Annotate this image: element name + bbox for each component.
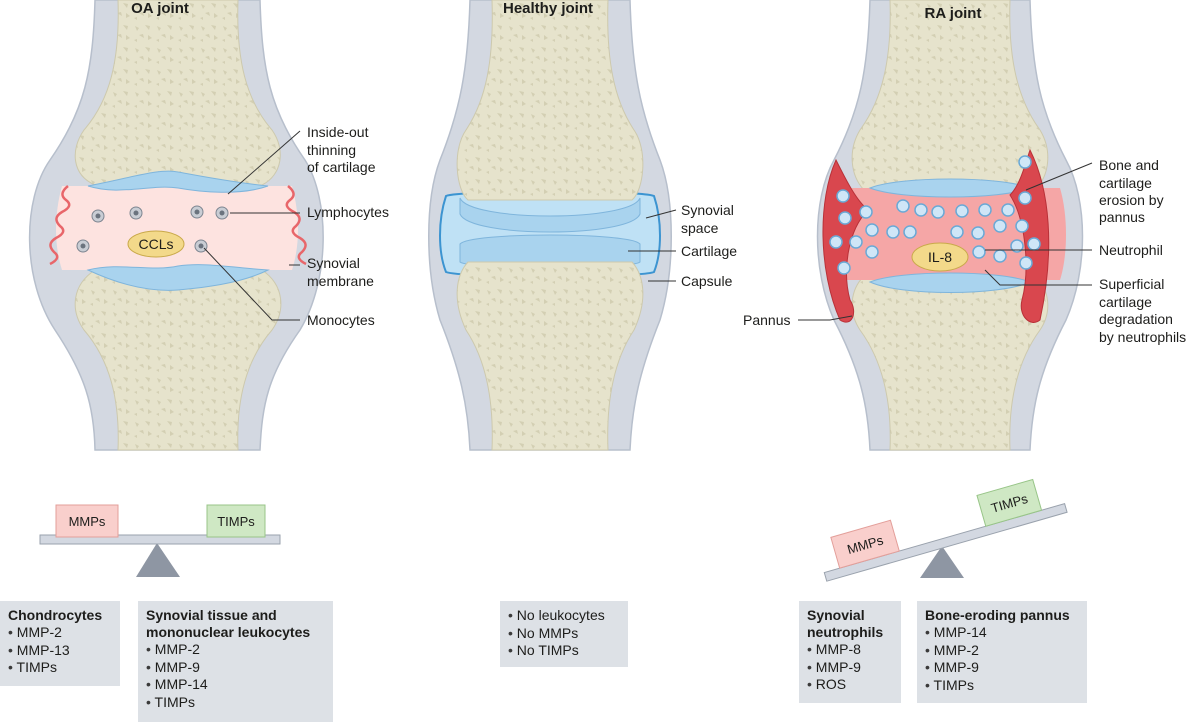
healthy-joint <box>428 0 677 451</box>
ra-il8-ellipse <box>911 242 969 272</box>
healthy-upper-cartilage <box>459 197 641 233</box>
list-item: MMP-2 <box>925 642 1079 660</box>
ra-fulcrum <box>920 546 964 578</box>
oa-mmps-label: MMPs <box>69 514 106 529</box>
oa-synovium <box>56 186 298 270</box>
healthy-cartilage-label: Cartilage <box>681 243 737 259</box>
healthy-title: Healthy joint <box>503 0 593 17</box>
oa-thinning-label: Inside-out thinning of cartilage <box>307 124 376 175</box>
oa-ccls-label: CCLs <box>138 236 173 252</box>
chondrocytes-title: Chondrocytes <box>8 607 103 623</box>
oa-joint: CCLs <box>28 0 324 451</box>
list-item: TIMPs <box>925 677 1079 695</box>
oa-title: OA joint <box>131 0 189 17</box>
ra-erosion-label: Bone and cartilage erosion by pannus <box>1099 157 1167 225</box>
ra-neutrophils <box>829 155 1041 275</box>
neutrophils-title: Synovial neutrophils <box>807 607 884 640</box>
oa-synovial-membrane-left <box>49 185 71 266</box>
healthy-list: No leukocytes No MMPs No TIMPs <box>508 607 620 660</box>
oa-lower-cartilage <box>86 264 270 291</box>
ra-pannus-label: Pannus <box>743 312 790 328</box>
oa-timps-box <box>206 504 266 538</box>
list-item: MMP-13 <box>8 642 112 660</box>
healthy-space-label: Synovial space <box>681 202 738 236</box>
list-item: MMP-8 <box>807 641 893 659</box>
synovial-tissue-title: Synovial tissue and mononuclear leukocyt… <box>146 607 311 640</box>
chondrocytes-box: Chondrocytes MMP-2 MMP-13 TIMPs <box>0 601 120 686</box>
neutrophils-box: Synovial neutrophils MMP-8 MMP-9 ROS <box>799 601 901 703</box>
ra-pannus-left <box>822 158 869 323</box>
healthy-upper-bone <box>456 0 644 201</box>
ra-superficial-label: Superficial cartilage degradation by neu… <box>1099 276 1186 345</box>
list-item: MMP-2 <box>146 641 325 659</box>
list-item: No TIMPs <box>508 642 620 660</box>
neutrophils-list: MMP-8 MMP-9 ROS <box>807 641 893 694</box>
ra-neutrophil-label: Neutrophil <box>1099 242 1163 258</box>
oa-lymphocytes <box>91 205 229 223</box>
list-item: MMP-14 <box>925 624 1079 642</box>
synovial-tissue-list: MMP-2 MMP-9 MMP-14 TIMPs <box>146 641 325 711</box>
oa-monocytes-label: Monocytes <box>307 312 375 328</box>
oa-synovial-membrane-right <box>285 185 307 266</box>
healthy-lower-bone <box>456 261 644 451</box>
list-item: MMP-9 <box>925 659 1079 677</box>
oa-beam <box>39 534 281 545</box>
synovial-tissue-box: Synovial tissue and mononuclear leukocyt… <box>138 601 333 722</box>
oa-membrane-label: Synovial membrane <box>307 255 374 289</box>
pannus-box: Bone-eroding pannus MMP-14 MMP-2 MMP-9 T… <box>917 601 1087 703</box>
chondrocytes-list: MMP-2 MMP-13 TIMPs <box>8 624 112 677</box>
list-item: No leukocytes <box>508 607 620 625</box>
oa-mmps-box <box>55 504 119 538</box>
oa-ccls-ellipse <box>127 230 185 258</box>
pannus-title: Bone-eroding pannus <box>925 607 1070 623</box>
list-item: MMP-9 <box>146 659 325 677</box>
ra-balance: MMPs TIMPs <box>823 478 1068 582</box>
list-item: ROS <box>807 676 893 694</box>
ra-lower-bone <box>851 275 1049 451</box>
list-item: No MMPs <box>508 625 620 643</box>
ra-upper-cartilage <box>868 178 1032 198</box>
oa-fulcrum <box>136 543 180 577</box>
list-item: TIMPs <box>8 659 112 677</box>
ra-il8-label: IL-8 <box>928 249 952 265</box>
healthy-box: No leukocytes No MMPs No TIMPs <box>500 601 628 667</box>
ra-pannus-right <box>1009 148 1050 323</box>
pannus-list: MMP-14 MMP-2 MMP-9 TIMPs <box>925 624 1079 694</box>
list-item: MMP-9 <box>807 659 893 677</box>
ra-joint: IL-8 <box>798 0 1093 451</box>
oa-lower-bone <box>74 269 282 451</box>
ra-mmps-box <box>830 519 900 569</box>
ra-timps-box <box>976 478 1043 527</box>
oa-lymphocytes-label: Lymphocytes <box>307 204 389 220</box>
oa-upper-cartilage <box>87 170 269 193</box>
ra-beam <box>823 503 1068 582</box>
ra-title: RA joint <box>925 5 982 22</box>
list-item: MMP-14 <box>146 676 325 694</box>
list-item: TIMPs <box>146 694 325 712</box>
oa-balance: MMPs TIMPs <box>39 504 281 577</box>
oa-monocytes <box>76 239 208 253</box>
oa-timps-label: TIMPs <box>217 514 255 529</box>
list-item: MMP-2 <box>8 624 112 642</box>
healthy-capsule-label: Capsule <box>681 273 733 289</box>
